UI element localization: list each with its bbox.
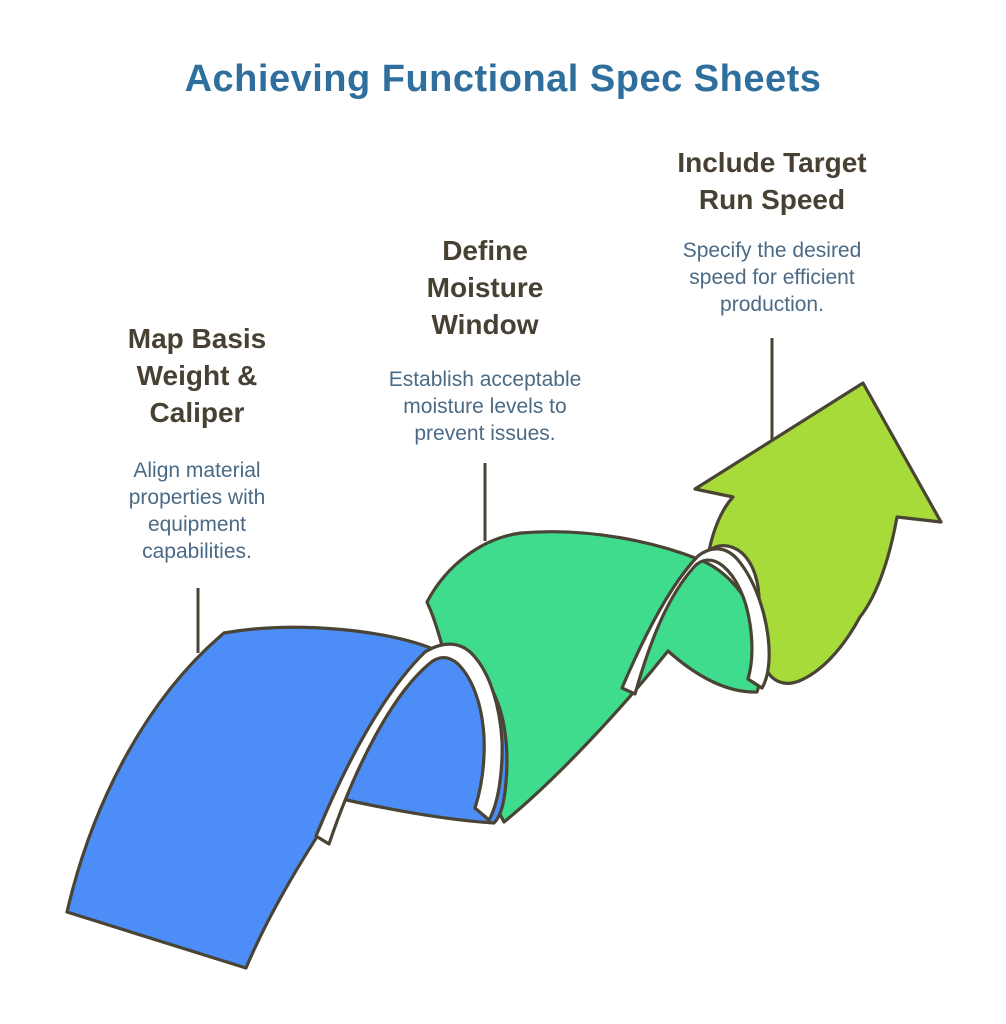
step1-heading: Map Basis Weight & Caliper bbox=[77, 320, 317, 431]
step2-description: Establish acceptable moisture levels to … bbox=[355, 366, 615, 447]
step3-description-line: production. bbox=[720, 293, 824, 316]
ribbon-white-fold-1 bbox=[314, 642, 504, 846]
step1-heading-line: Caliper bbox=[149, 397, 245, 428]
step1-heading-line: Map Basis bbox=[127, 323, 267, 354]
step2-heading-line: Define bbox=[442, 235, 528, 266]
step3-heading: Include Target Run Speed bbox=[650, 144, 894, 218]
step1-description: Align material properties with equipment… bbox=[77, 457, 317, 565]
step3-heading-line: Include Target bbox=[677, 147, 867, 178]
step3-description: Specify the desired speed for efficient … bbox=[650, 237, 894, 318]
ribbon-white-fold-2 bbox=[620, 547, 771, 696]
step2-description-line: moisture levels to bbox=[403, 395, 567, 418]
step2-heading-line: Window bbox=[431, 309, 539, 340]
step1-heading-line: Weight & bbox=[136, 360, 258, 391]
step2-heading: Define Moisture Window bbox=[355, 232, 615, 343]
step-map-basis-weight-caliper: Map Basis Weight & Caliper Align materia… bbox=[77, 320, 317, 565]
step1-description-line: equipment bbox=[147, 513, 247, 536]
step3-heading-line: Run Speed bbox=[698, 184, 846, 215]
step3-description-line: speed for efficient bbox=[689, 266, 855, 289]
step2-heading-line: Moisture bbox=[426, 272, 544, 303]
step2-description-line: prevent issues. bbox=[414, 422, 556, 445]
step1-description-line: properties with bbox=[128, 486, 266, 509]
step3-description-line: Specify the desired bbox=[682, 239, 862, 262]
step1-description-line: Align material bbox=[133, 459, 261, 482]
step1-description-line: capabilities. bbox=[142, 540, 252, 563]
page-title: Achieving Functional Spec Sheets bbox=[184, 58, 822, 100]
step-include-target-run-speed: Include Target Run Speed Specify the des… bbox=[650, 144, 894, 318]
wave-blue-segment bbox=[65, 625, 509, 970]
step-define-moisture-window: Define Moisture Window Establish accepta… bbox=[355, 232, 615, 447]
step2-description-line: Establish acceptable bbox=[388, 368, 582, 391]
